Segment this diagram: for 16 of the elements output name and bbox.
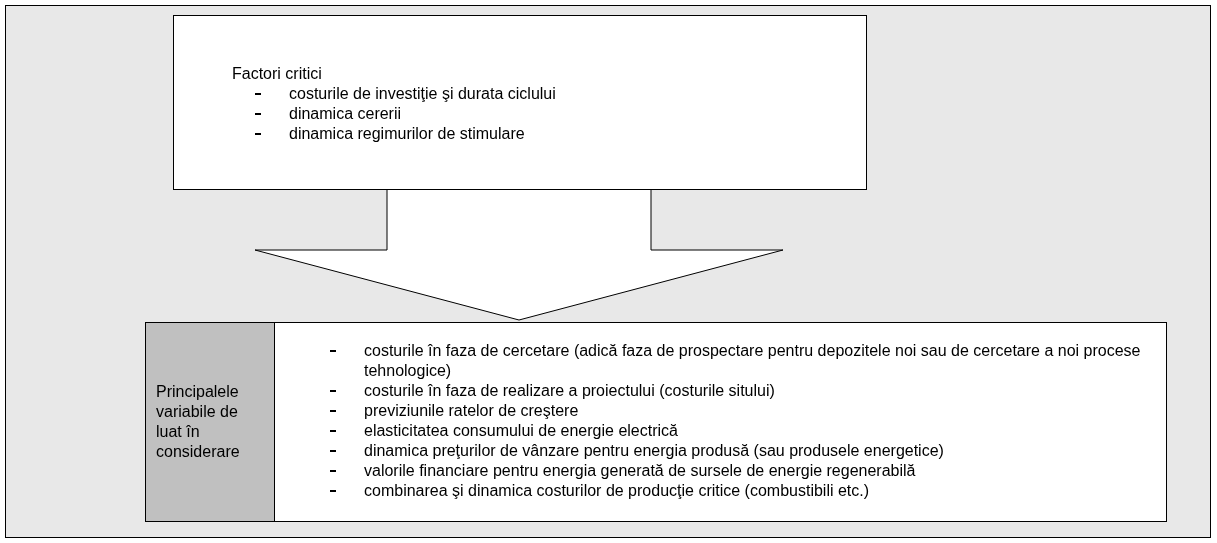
heading: Factori critici (232, 64, 322, 84)
list-item: dinamica cererii (289, 104, 402, 124)
list-item: previziunile ratelor de creştere (364, 401, 579, 421)
list-item: costurile în faza de cercetare (adică faza de prospectare pentru depozitele noi sau de cercetare a noi procese tehnologice) (364, 341, 1142, 381)
list-item: dinamica preţurilor de vânzare pentru energia produsă (sau produsele energetice) (364, 441, 944, 461)
list-item: costurile de investiţie şi durata ciclului (289, 84, 556, 104)
list-item: costurile în faza de realizare a proiectului (costurile sitului) (364, 381, 775, 401)
list-item: valorile financiare pentru energia generată de sursele de energie regenerabilă (364, 461, 916, 481)
list-item: combinarea şi dinamica costurilor de producţie critice (combustibili etc.) (364, 481, 870, 501)
text-box (275, 322, 1167, 522)
list-item: dinamica regimurilor de stimulare (289, 124, 525, 144)
row-heading: Principalele variabile de luat în considerare (156, 382, 241, 462)
block-arrow (254, 189, 784, 321)
header-cell (145, 322, 275, 522)
list-item: elasticitatea consumului de energie electrică (364, 421, 678, 441)
text-box (173, 15, 867, 190)
